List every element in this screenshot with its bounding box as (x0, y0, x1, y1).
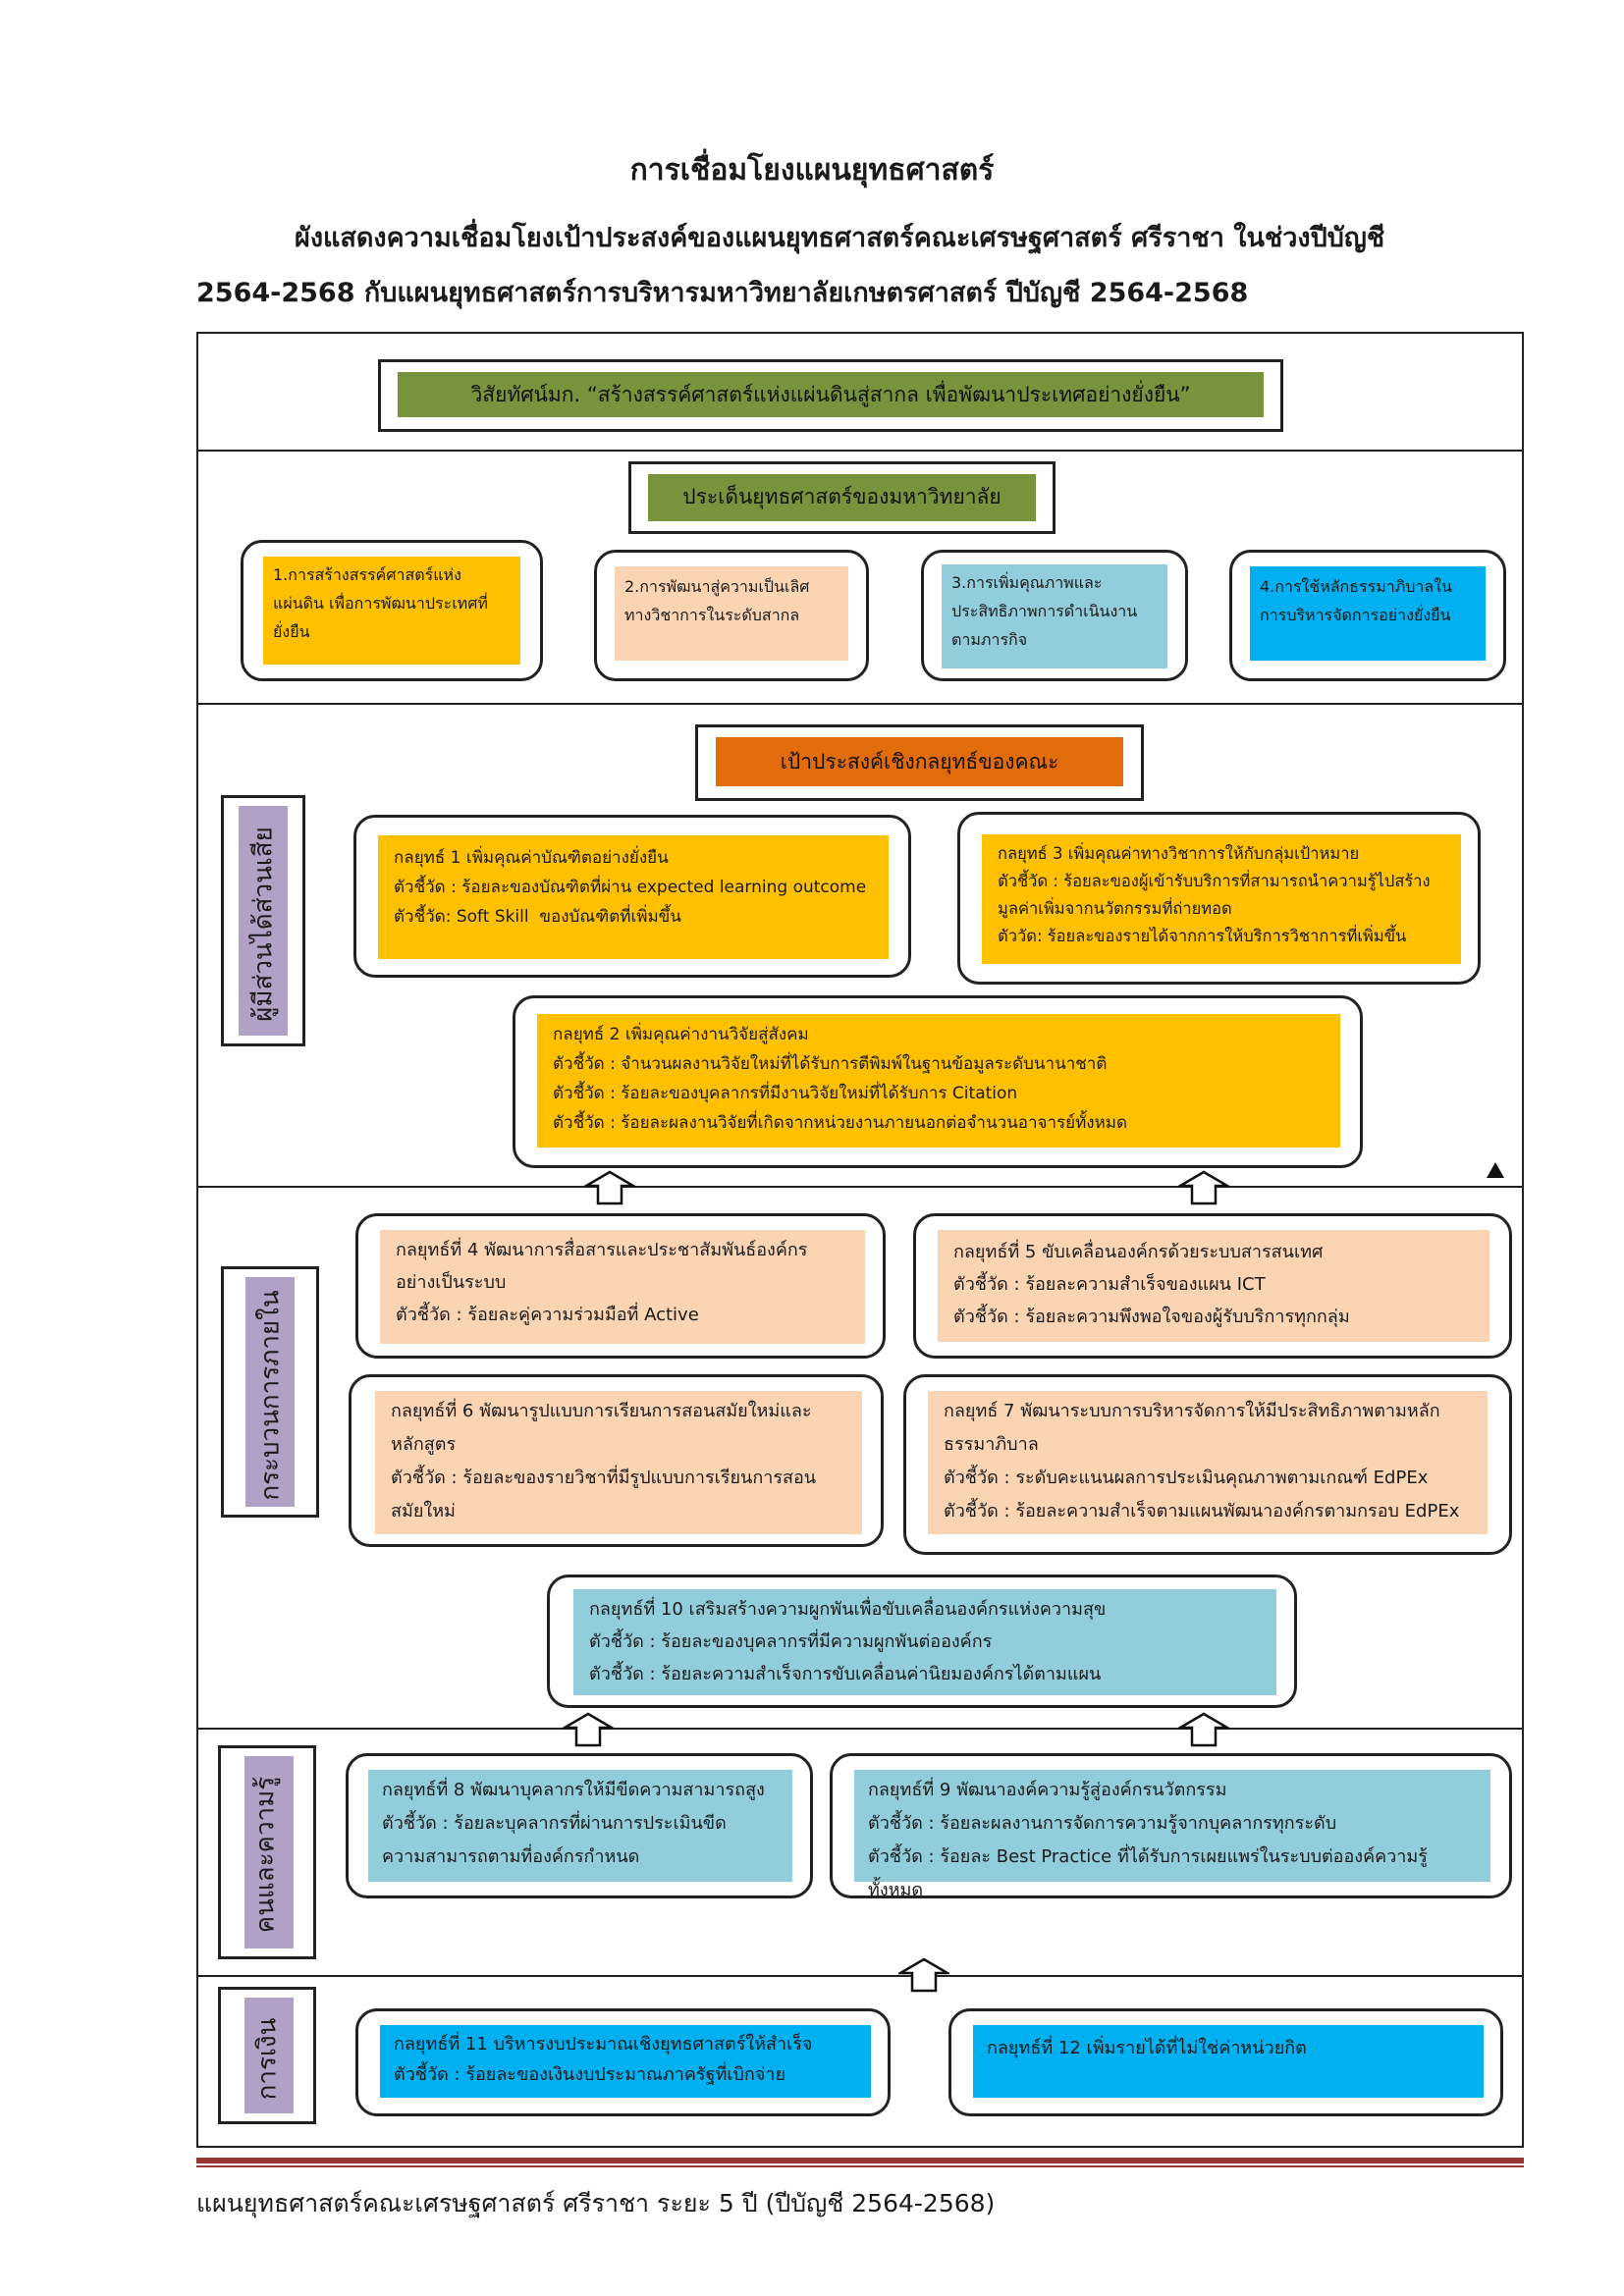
up-arrow-icon (1178, 1712, 1229, 1747)
separator-internal (196, 1728, 1524, 1730)
strategy-12-box: กลยุทธ์ที่ 12 เพิ่มรายได้ที่ไม่ใช่ค่าหน่… (948, 2008, 1503, 2116)
strategy-7-box: กลยุทธ์ 7 พัฒนาระบบการบริหารจัดการให้มีป… (903, 1374, 1512, 1555)
up-arrow-icon (1178, 1170, 1229, 1205)
up-arrow-icon (584, 1170, 635, 1205)
separator-vision (196, 450, 1524, 452)
issue-box-3: 3.การเพิ่มคุณภาพและ ประสิทธิภาพการดำเนิน… (921, 550, 1188, 681)
section-label-stakeholder: ผู้มีส่วนได้ส่วนเสีย (221, 795, 305, 1046)
university-issues-frame: ประเด็นยุทธศาสตร์ของมหาวิทยาลัย (628, 461, 1056, 534)
section-label-finance: การเงิน (218, 1987, 316, 2124)
separator-stakeholder (196, 1186, 1524, 1188)
strategy-9-box: กลยุทธ์ที่ 9 พัฒนาองค์ความรู้สู่องค์กรนว… (830, 1753, 1512, 1900)
strategy-3-box: กลยุทธ์ 3 เพิ่มคุณค่าทางวิชาการให้กับกลุ… (957, 812, 1481, 985)
page-subtitle: ผังแสดงความเชื่อมโยงเป้าประสงค์ของแผนยุท… (196, 223, 1385, 308)
issue-box-2: 2.การพัฒนาสู่ความเป็นเลิศ ทางวิชาการในระ… (594, 550, 869, 681)
strategy-10-text: กลยุทธ์ที่ 10 เสริมสร้างความผูกพันเพื่อข… (573, 1589, 1276, 1695)
university-issues-heading: ประเด็นยุทธศาสตร์ของมหาวิทยาลัย (648, 474, 1036, 521)
diagram-frame (196, 332, 1524, 2148)
issue-3-text: 3.การเพิ่มคุณภาพและ ประสิทธิภาพการดำเนิน… (942, 564, 1167, 668)
faculty-goal-heading: เป้าประสงค์เชิงกลยุทธ์ของคณะ (716, 737, 1123, 786)
strategy-11-text: กลยุทธ์ที่ 11 บริหารงบประมาณเชิงยุทธศาสต… (380, 2025, 871, 2098)
section-label-internal: กระบวนการภายใน (221, 1266, 319, 1518)
strategy-3-text: กลยุทธ์ 3 เพิ่มคุณค่าทางวิชาการให้กับกลุ… (982, 834, 1461, 964)
strategy-1-box: กลยุทธ์ 1 เพิ่มคุณค่าบัณฑิตอย่างยั่งยืน … (353, 815, 911, 978)
strategy-6-text: กลยุทธ์ที่ 6 พัฒนารูปแบบการเรียนการสอนสม… (375, 1391, 862, 1534)
issue-box-1: 1.การสร้างสรรค์ศาสตร์แห่ง แผ่นดิน เพื่อก… (241, 540, 543, 681)
strategy-1-text: กลยุทธ์ 1 เพิ่มคุณค่าบัณฑิตอย่างยั่งยืน … (378, 835, 889, 959)
strategy-7-text: กลยุทธ์ 7 พัฒนาระบบการบริหารจัดการให้มีป… (928, 1391, 1488, 1534)
strategy-10-box: กลยุทธ์ที่ 10 เสริมสร้างความผูกพันเพื่อข… (547, 1575, 1297, 1708)
strategy-11-box: กลยุทธ์ที่ 11 บริหารงบประมาณเชิงยุทธศาสต… (355, 2008, 891, 2116)
strategy-4-box: กลยุทธ์ที่ 4 พัฒนาการสื่อสารและประชาสัมพ… (355, 1213, 886, 1359)
page-title: การเชื่อมโยงแผนยุทธศาสตร์ (629, 153, 995, 187)
strategy-2-box: กลยุทธ์ 2 เพิ่มคุณค่างานวิจัยสู่สังคม ตั… (513, 995, 1363, 1168)
vision-frame: วิสัยทัศน์มก. “สร้างสรรค์ศาสตร์แห่งแผ่นด… (378, 359, 1283, 432)
up-arrow-icon (898, 1957, 949, 1993)
strategy-8-text: กลยุทธ์ที่ 8 พัฒนาบุคลากรให้มีขีดความสาม… (368, 1770, 792, 1882)
footer-rule-thin (196, 2165, 1524, 2167)
strategy-5-box: กลยุทธ์ที่ 5 ขับเคลื่อนองค์กรด้วยระบบสาร… (913, 1213, 1512, 1359)
issue-box-4: 4.การใช้หลักธรรมาภิบาลใน การบริหารจัดการ… (1229, 550, 1506, 681)
separator-issues (196, 703, 1524, 705)
strategy-8-box: กลยุทธ์ที่ 8 พัฒนาบุคลากรให้มีขีดความสาม… (346, 1753, 813, 1898)
triangle-marker-icon (1485, 1160, 1506, 1184)
vision-text: วิสัยทัศน์มก. “สร้างสรรค์ศาสตร์แห่งแผ่นด… (398, 372, 1264, 417)
strategy-9-text: กลยุทธ์ที่ 9 พัฒนาองค์ความรู้สู่องค์กรนว… (854, 1770, 1490, 1900)
strategy-12-text: กลยุทธ์ที่ 12 เพิ่มรายได้ที่ไม่ใช่ค่าหน่… (973, 2025, 1484, 2098)
issue-1-text: 1.การสร้างสรรค์ศาสตร์แห่ง แผ่นดิน เพื่อก… (263, 557, 520, 665)
issue-4-text: 4.การใช้หลักธรรมาภิบาลใน การบริหารจัดการ… (1250, 566, 1486, 661)
footer-rule (196, 2158, 1524, 2163)
strategy-2-text: กลยุทธ์ 2 เพิ่มคุณค่างานวิจัยสู่สังคม ตั… (537, 1014, 1340, 1148)
section-label-learning: คนและความรู้ (218, 1745, 316, 1959)
issue-2-text: 2.การพัฒนาสู่ความเป็นเลิศ ทางวิชาการในระ… (615, 566, 848, 661)
faculty-goal-frame: เป้าประสงค์เชิงกลยุทธ์ของคณะ (695, 724, 1144, 801)
strategy-5-text: กลยุทธ์ที่ 5 ขับเคลื่อนองค์กรด้วยระบบสาร… (938, 1230, 1489, 1342)
up-arrow-icon (563, 1712, 614, 1747)
strategy-4-text: กลยุทธ์ที่ 4 พัฒนาการสื่อสารและประชาสัมพ… (380, 1230, 865, 1344)
strategy-6-box: กลยุทธ์ที่ 6 พัฒนารูปแบบการเรียนการสอนสม… (349, 1374, 884, 1547)
page-footer: แผนยุทธศาสตร์คณะเศรษฐศาสตร์ ศรีราชา ระยะ… (196, 2189, 996, 2217)
separator-learning (196, 1975, 1524, 1977)
